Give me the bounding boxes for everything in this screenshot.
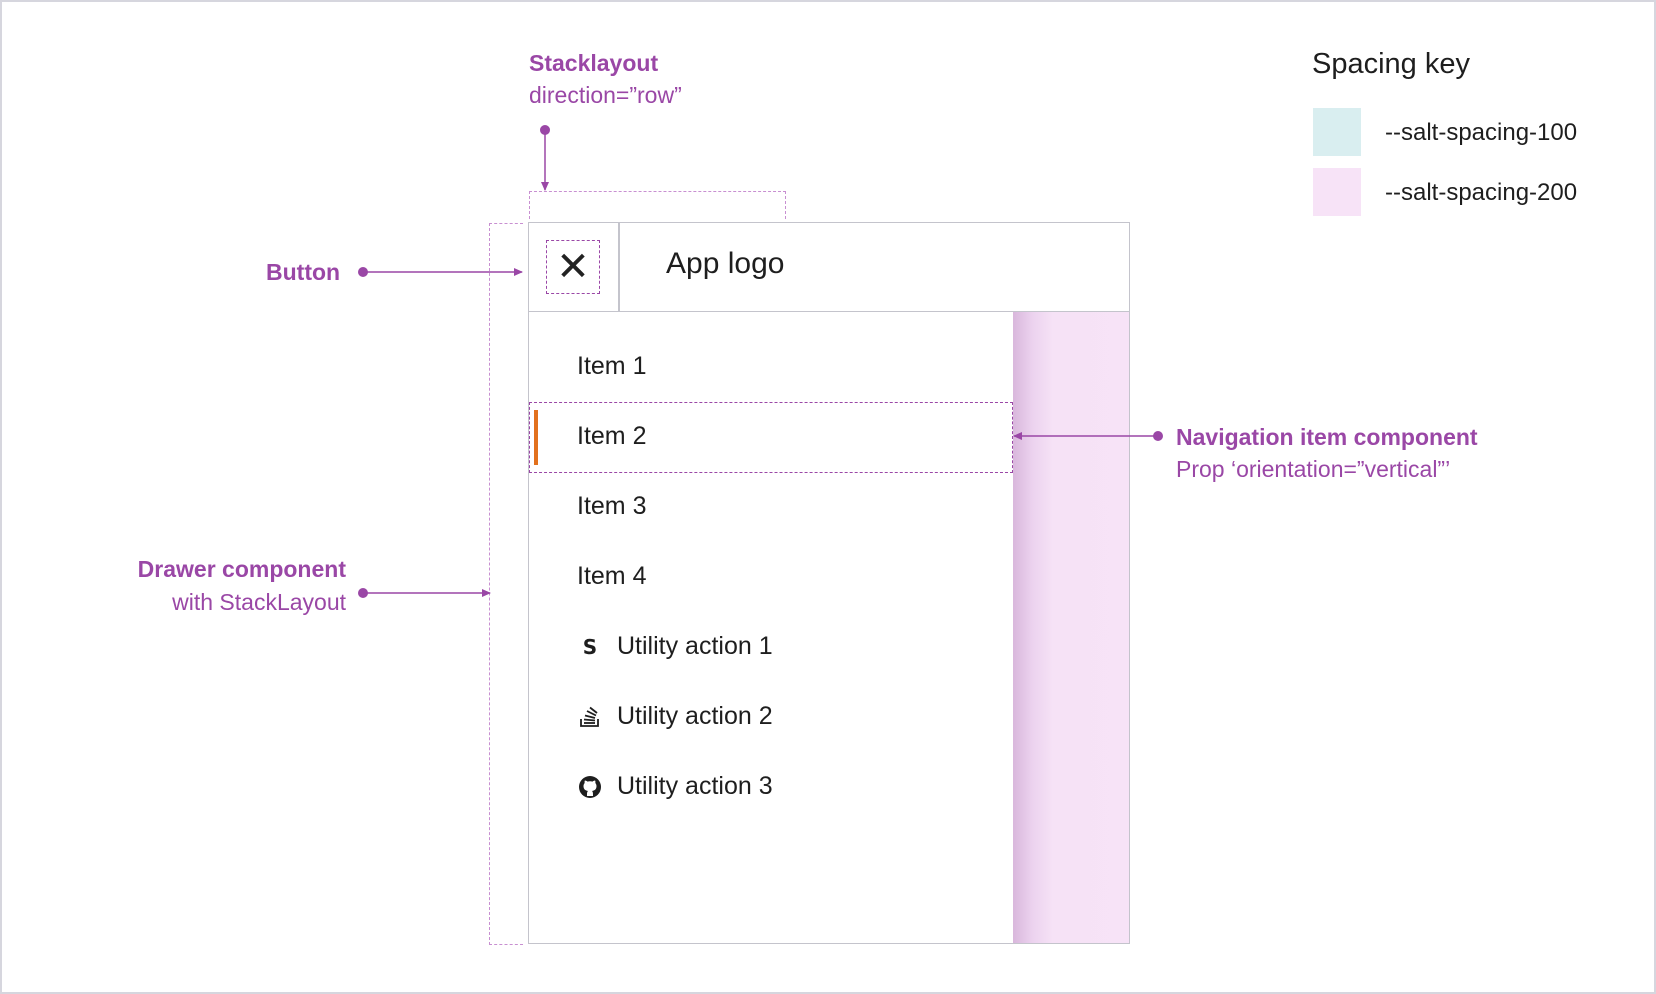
button-annotation-title: Button xyxy=(266,259,341,285)
spacing-200-label: --salt-spacing-200 xyxy=(1385,179,1578,206)
utility-action-3[interactable]: Utility action 3 xyxy=(577,772,773,801)
stacklayout-annotation-subtitle: direction=”row” xyxy=(529,82,682,108)
drawer-annotation-title: Drawer component xyxy=(137,556,346,582)
spacing-100-swatch xyxy=(1313,108,1361,156)
stacklayout-annotation-title: Stacklayout xyxy=(529,50,659,76)
drawer-outline xyxy=(489,223,523,945)
spacing-100-label: --salt-spacing-100 xyxy=(1385,119,1578,146)
active-indicator xyxy=(534,410,538,465)
utility-action-label: Utility action 1 xyxy=(617,632,773,660)
close-button[interactable]: ✕ xyxy=(546,240,600,294)
drawer: ✕ App logo Item 1 Item 2 Item 3 Item 4 S… xyxy=(528,222,1130,944)
utility-action-2[interactable]: Utility action 2 xyxy=(577,702,773,731)
drawer-header: ✕ App logo xyxy=(529,223,1129,312)
nav-item-label: Item 2 xyxy=(577,422,647,450)
nav-item-label: Item 4 xyxy=(577,562,647,590)
spacing-200-strip xyxy=(1013,312,1129,943)
svg-text:S: S xyxy=(583,636,597,658)
nav-item-highlight-outline xyxy=(529,402,1013,473)
nav-item-3[interactable]: Item 3 xyxy=(577,492,646,521)
spacing-200-swatch xyxy=(1313,168,1361,216)
nav-item-2[interactable]: Item 2 xyxy=(577,422,646,451)
app-logo: App logo xyxy=(666,247,785,280)
nav-item-label: Item 3 xyxy=(577,492,647,520)
stackoverflow-icon xyxy=(577,704,603,730)
header-divider xyxy=(618,223,620,311)
github-icon xyxy=(577,774,603,800)
drawer-annotation-subtitle: with StackLayout xyxy=(172,589,346,615)
nav-item-4[interactable]: Item 4 xyxy=(577,562,646,591)
storybook-icon: S xyxy=(577,634,603,660)
stacklayout-outline xyxy=(529,191,786,219)
nav-item-annotation-title: Navigation item component xyxy=(1176,424,1478,450)
spacing-key-title: Spacing key xyxy=(1312,48,1470,80)
nav-item-1[interactable]: Item 1 xyxy=(577,352,646,381)
utility-action-label: Utility action 2 xyxy=(617,702,773,730)
nav-item-annotation-subtitle: Prop ‘orientation=”vertical”’ xyxy=(1176,456,1451,482)
utility-action-1[interactable]: S Utility action 1 xyxy=(577,632,773,661)
nav-item-label: Item 1 xyxy=(577,352,647,380)
drawer-annotation: Drawer component with StackLayout xyxy=(138,556,346,616)
utility-action-label: Utility action 3 xyxy=(617,772,773,800)
